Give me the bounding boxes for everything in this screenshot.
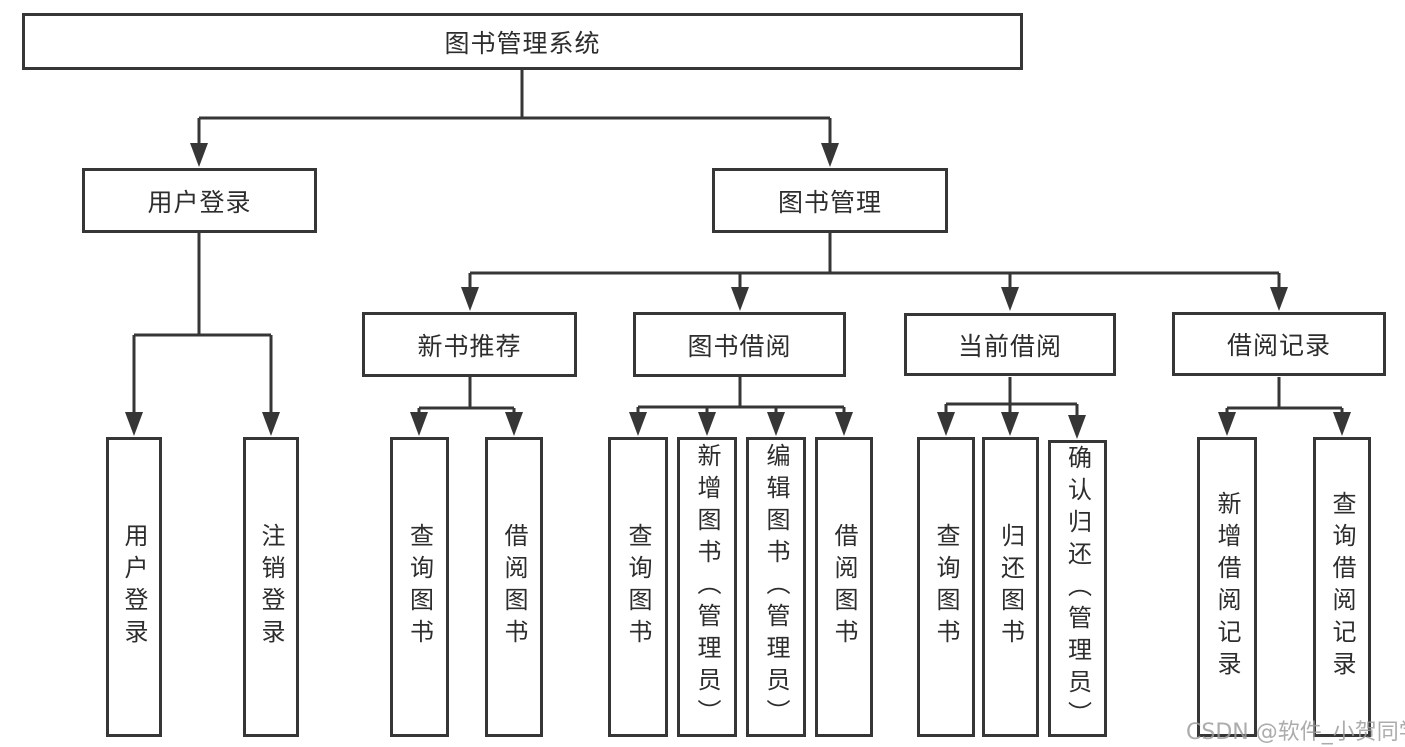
node-new-book-recommendation: 新书推荐 — [362, 312, 577, 377]
node-label: 查询借阅记录 — [1328, 491, 1356, 683]
node-label: 新增借阅记录 — [1213, 491, 1241, 683]
connector-root-to-level2 — [197, 69, 832, 157]
arrow-down-icon — [125, 412, 143, 436]
node-leaf-query-books-borrow: 查询图书 — [608, 437, 668, 737]
arrow-down-icon — [767, 412, 785, 436]
node-label: 编辑图书（管理员） — [762, 443, 790, 731]
node-label: 图书管理系统 — [444, 28, 601, 58]
node-leaf-user-login: 用户登录 — [106, 437, 162, 737]
node-label: 借阅图书 — [830, 523, 858, 651]
node-leaf-borrow-books: 借阅图书 — [815, 437, 873, 737]
arrow-down-icon — [698, 412, 716, 436]
node-leaf-query-borrow-record: 查询借阅记录 — [1313, 437, 1371, 737]
node-label: 借阅图书 — [500, 523, 528, 651]
arrow-down-icon — [1001, 412, 1019, 436]
arrow-down-icon — [410, 412, 428, 436]
node-label: 新书推荐 — [417, 331, 522, 361]
arrow-down-icon — [262, 412, 280, 436]
node-label: 用户登录 — [120, 523, 148, 651]
connector-borrowrecords-to-leaves — [1225, 377, 1344, 426]
arrow-down-icon — [1333, 412, 1351, 436]
arrow-down-icon — [821, 143, 839, 167]
node-leaf-borrow-books-rec: 借阅图书 — [485, 437, 543, 737]
node-leaf-add-borrow-record: 新增借阅记录 — [1197, 437, 1257, 737]
node-label: 当前借阅 — [957, 331, 1062, 361]
node-label: 借阅记录 — [1226, 331, 1331, 360]
connector-bookborrow-to-leaves — [636, 377, 846, 426]
node-label: 图书管理 — [777, 187, 882, 217]
node-label: 查询图书 — [932, 523, 960, 651]
node-label: 归还图书 — [996, 523, 1025, 651]
arrow-down-icon — [1218, 412, 1236, 436]
arrow-down-icon — [461, 287, 479, 311]
node-leaf-query-books-current: 查询图书 — [917, 437, 975, 737]
connector-newbookrec-to-leaves — [417, 377, 516, 426]
node-leaf-edit-books-admin: 编辑图书（管理员） — [746, 437, 806, 737]
node-leaf-return-books: 归还图书 — [982, 437, 1039, 737]
arrow-down-icon — [1068, 415, 1086, 439]
arrow-down-icon — [835, 412, 853, 436]
node-current-borrowing: 当前借阅 — [904, 313, 1116, 376]
node-borrowing-records: 借阅记录 — [1172, 312, 1386, 376]
node-leaf-logout: 注销登录 — [243, 437, 299, 737]
node-leaf-add-books-admin: 新增图书（管理员） — [677, 437, 737, 737]
node-label: 图书借阅 — [687, 331, 792, 361]
arrow-down-icon — [190, 143, 208, 167]
node-book-management: 图书管理 — [712, 168, 948, 233]
node-user-login: 用户登录 — [82, 168, 317, 233]
arrowheads — [125, 143, 1351, 439]
node-label: 查询图书 — [624, 523, 652, 651]
csdn-watermark: CSDN @软件_小贺同学 — [1186, 720, 1405, 745]
node-leaf-query-books-rec: 查询图书 — [390, 437, 449, 737]
node-leaf-confirm-return-admin: 确认归还（管理员） — [1048, 440, 1107, 737]
arrow-down-icon — [731, 287, 749, 311]
node-root-library-system: 图书管理系统 — [22, 13, 1023, 70]
arrow-down-icon — [629, 412, 647, 436]
arrow-down-icon — [1270, 287, 1288, 311]
arrow-down-icon — [505, 412, 523, 436]
node-label: 用户登录 — [147, 187, 252, 217]
node-label: 确认归还（管理员） — [1063, 444, 1092, 733]
node-book-borrowing: 图书借阅 — [633, 312, 846, 377]
arrow-down-icon — [1001, 287, 1019, 311]
connector-userlogin-to-leaves — [132, 233, 273, 426]
node-label: 新增图书（管理员） — [693, 443, 721, 731]
node-label: 注销登录 — [257, 523, 285, 651]
node-label: 查询图书 — [405, 523, 434, 651]
arrow-down-icon — [937, 412, 955, 436]
connector-bookmgmt-to-level3 — [468, 233, 1281, 301]
